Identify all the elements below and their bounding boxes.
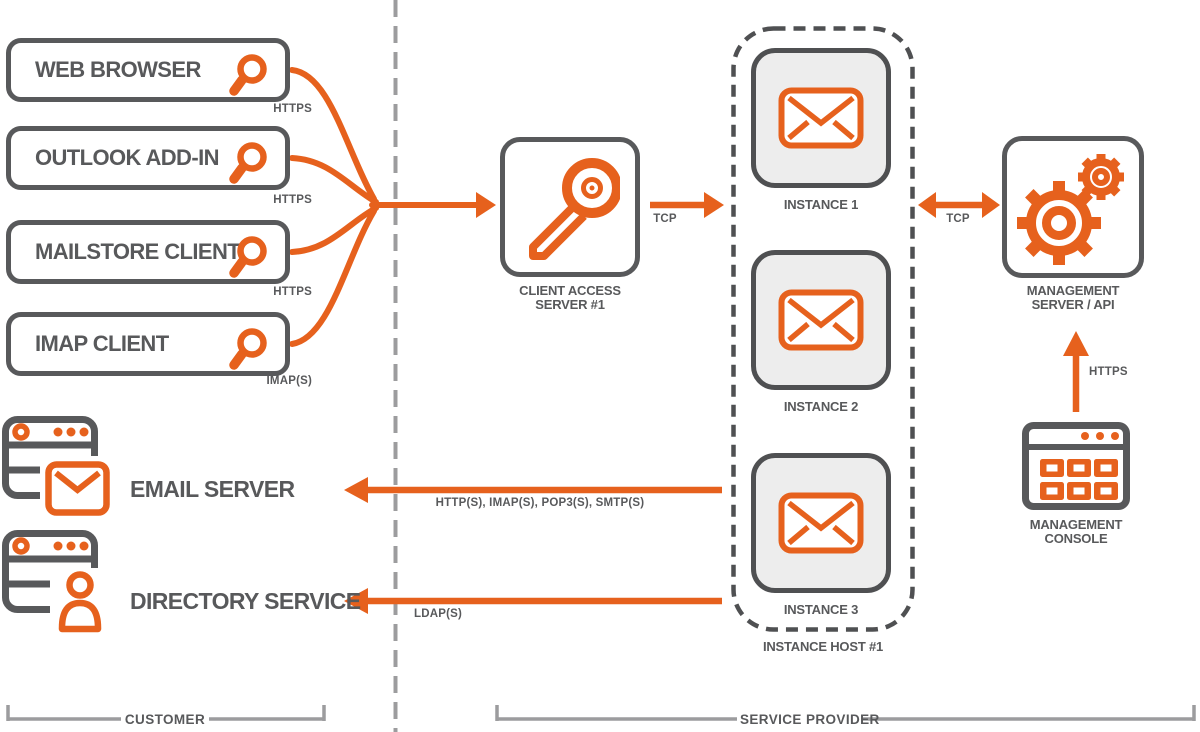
server-email-icon xyxy=(2,416,112,520)
email-server-label: EMAIL SERVER xyxy=(130,476,295,502)
client-access-server-label: CLIENT ACCESS SERVER #1 xyxy=(519,283,621,312)
ldap-label: LDAP(S) xyxy=(414,608,463,620)
protocol-label: HTTPS xyxy=(273,286,312,298)
instance-1-box xyxy=(751,48,891,188)
client-label: OUTLOOK ADD-IN xyxy=(35,145,219,170)
customer-zone-label: CUSTOMER xyxy=(124,712,206,727)
gears-icon xyxy=(1017,154,1124,265)
instance-host-label: INSTANCE HOST #1 xyxy=(762,639,884,654)
key-icon xyxy=(529,158,620,260)
cas-tcp-label: TCP xyxy=(653,213,677,225)
host-to-directory-arrow xyxy=(344,588,722,614)
magnifier-icon xyxy=(229,142,267,184)
server-user-icon xyxy=(2,530,112,634)
client-label: WEB BROWSER xyxy=(35,57,201,82)
client-label: IMAP CLIENT xyxy=(35,331,169,356)
client-label: MAILSTORE CLIENT xyxy=(35,239,241,264)
magnifier-icon xyxy=(229,54,267,96)
protocol-label: HTTPS xyxy=(273,103,312,115)
protocol-label: IMAP(S) xyxy=(266,375,312,387)
client-box-mailstore-client: MAILSTORE CLIENT xyxy=(6,220,290,284)
client-box-web-browser: WEB BROWSER xyxy=(6,38,290,102)
magnifier-icon xyxy=(229,236,267,278)
client-access-server-box xyxy=(500,137,640,277)
instance-2-box xyxy=(751,250,891,390)
management-server-label: MANAGEMENT SERVER / API xyxy=(1026,283,1120,312)
client-box-outlook-addin: OUTLOOK ADD-IN xyxy=(6,126,290,190)
management-console-label: MANAGEMENT CONSOLE xyxy=(1029,517,1123,546)
clients-to-cas-connection xyxy=(289,67,481,347)
clients-to-cas-arrowhead xyxy=(476,192,496,218)
instance-host-container xyxy=(731,26,915,632)
protocol-label: HTTPS xyxy=(273,194,312,206)
console-window-icon xyxy=(1022,422,1130,510)
host-to-email-arrow xyxy=(344,477,722,503)
service-provider-zone-label: SERVICE PROVIDER xyxy=(740,712,880,727)
cas-to-host-arrow xyxy=(650,192,724,218)
email-protocols-label: HTTP(S), IMAP(S), POP3(S), SMTP(S) xyxy=(435,497,645,509)
management-tcp-label: TCP xyxy=(946,213,970,225)
instance-1-label: INSTANCE 1 xyxy=(783,197,859,212)
instance-3-label: INSTANCE 3 xyxy=(783,602,859,617)
host-to-management-arrow xyxy=(918,192,1000,218)
management-server-box xyxy=(1002,136,1144,278)
instance-2-label: INSTANCE 2 xyxy=(783,399,859,414)
envelope-icon xyxy=(778,289,864,351)
console-to-management-arrow xyxy=(1063,331,1089,412)
magnifier-icon xyxy=(229,328,267,370)
console-https-label: HTTPS xyxy=(1089,366,1128,378)
directory-service-label: DIRECTORY SERVICE xyxy=(130,588,361,614)
client-box-imap-client: IMAP CLIENT xyxy=(6,312,290,376)
customer-bracket xyxy=(6,705,326,721)
instance-3-box xyxy=(751,453,891,593)
service-provider-bracket xyxy=(495,705,1196,721)
envelope-icon xyxy=(778,492,864,554)
envelope-icon xyxy=(778,87,864,149)
